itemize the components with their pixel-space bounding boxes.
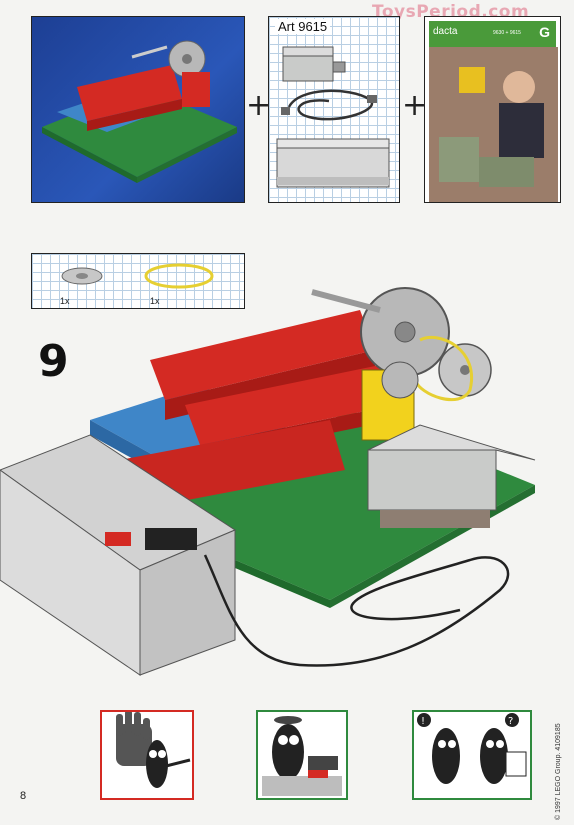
- stop-hand-icon: [116, 710, 191, 788]
- rubber-band-belt: [413, 335, 474, 402]
- components-panel: Art 9615: [268, 16, 400, 203]
- svg-text:!: !: [421, 716, 425, 727]
- parts-qty-rubber-band: 1x: [150, 296, 160, 306]
- motor: [367, 449, 497, 511]
- dacta-header-bar: dacta 9630 + 9615 G: [429, 21, 556, 47]
- dacta-range-label: 9630 + 9615: [493, 30, 521, 36]
- parts-qty-pulley: 1x: [60, 296, 70, 306]
- discussion-characters-icon: ! ?: [417, 713, 527, 784]
- motor-cable: [203, 554, 510, 667]
- parts-list-box: 1x 1x: [31, 253, 245, 309]
- svg-text:?: ?: [508, 716, 513, 727]
- model-preview-panel: [31, 16, 245, 203]
- builder-character-icon: [262, 716, 342, 796]
- tip-stop-panel: [100, 710, 194, 800]
- art-number-label: Art 9615: [275, 19, 331, 34]
- tip-question-panel: ! ?: [412, 710, 532, 800]
- dacta-booklet-panel: dacta 9630 + 9615 G: [424, 16, 561, 203]
- dacta-booklet-cover: dacta 9630 + 9615 G: [429, 21, 558, 202]
- dacta-letter-badge: G: [539, 24, 550, 40]
- step-number: 9: [38, 336, 69, 387]
- dacta-photo: [429, 47, 558, 202]
- model-preview-illustration: [42, 40, 237, 183]
- battery-switch: [145, 528, 197, 550]
- tip-build-panel: [256, 710, 348, 800]
- red-beam-mid: [185, 365, 395, 445]
- copyright-notice: © 1997 LEGO Group. 4109185: [555, 723, 562, 820]
- parts-list-illustration: [61, 263, 214, 289]
- plus-sign-2: +: [402, 88, 428, 123]
- components-illustration: [276, 46, 390, 188]
- red-beam-top: [150, 310, 375, 400]
- dacta-logo: dacta: [433, 26, 458, 37]
- main-assembly-illustration: [0, 287, 536, 676]
- page-number: 8: [20, 790, 27, 802]
- plus-sign-1: +: [246, 88, 272, 123]
